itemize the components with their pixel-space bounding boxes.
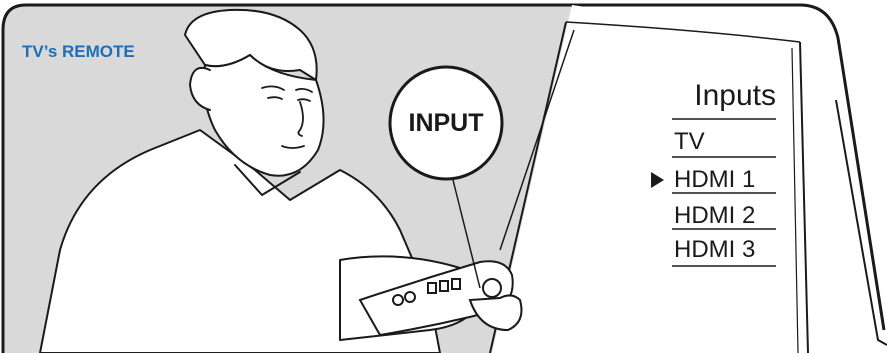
inputs-menu-item-hdmi-3[interactable]: HDMI 3 xyxy=(674,236,774,264)
input-button-callout-label: INPUT xyxy=(390,108,502,138)
inputs-menu-title: Inputs xyxy=(672,78,776,114)
selected-item-arrow-icon xyxy=(651,172,664,188)
inputs-menu-item-hdmi-1[interactable]: HDMI 1 xyxy=(674,166,774,194)
inputs-menu-item-hdmi-2[interactable]: HDMI 2 xyxy=(674,202,774,230)
inputs-menu-item-tv[interactable]: TV xyxy=(674,128,774,156)
tv-remote-label: TV’s REMOTE xyxy=(22,42,135,62)
